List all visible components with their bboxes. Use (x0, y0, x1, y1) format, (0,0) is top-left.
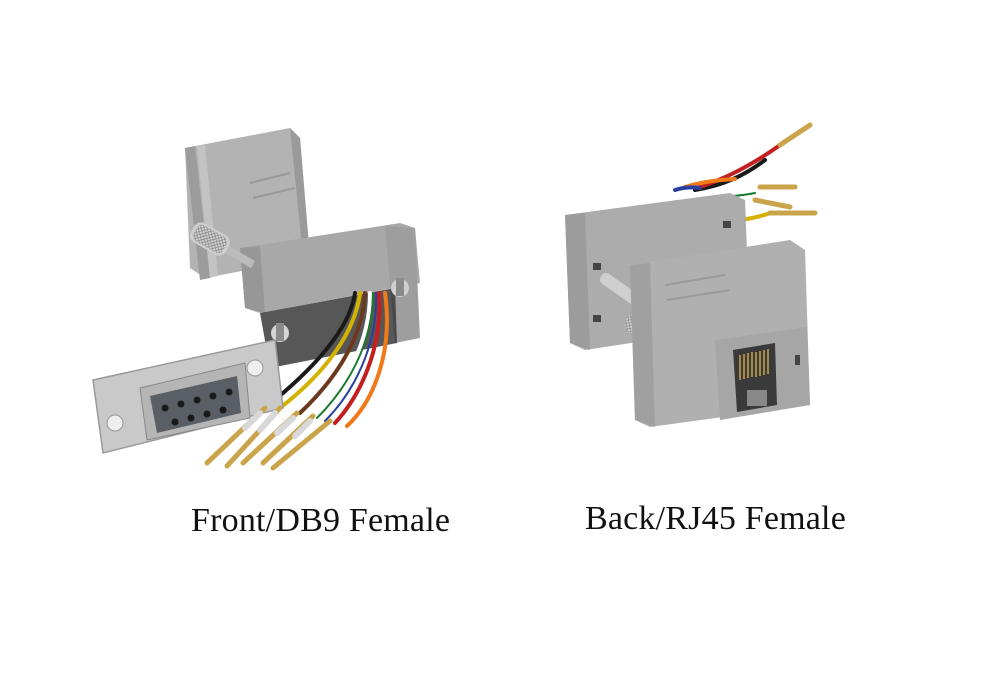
back-rj45-caption: Back/RJ45 Female (585, 500, 846, 537)
rj45-adapter-illustration (565, 122, 818, 427)
db9-adapter-illustration (92, 128, 420, 471)
front-db9-caption: Front/DB9 Female (191, 502, 451, 539)
db9-adapter-photo (85, 118, 445, 478)
rj45-adapter-photo (555, 115, 835, 445)
